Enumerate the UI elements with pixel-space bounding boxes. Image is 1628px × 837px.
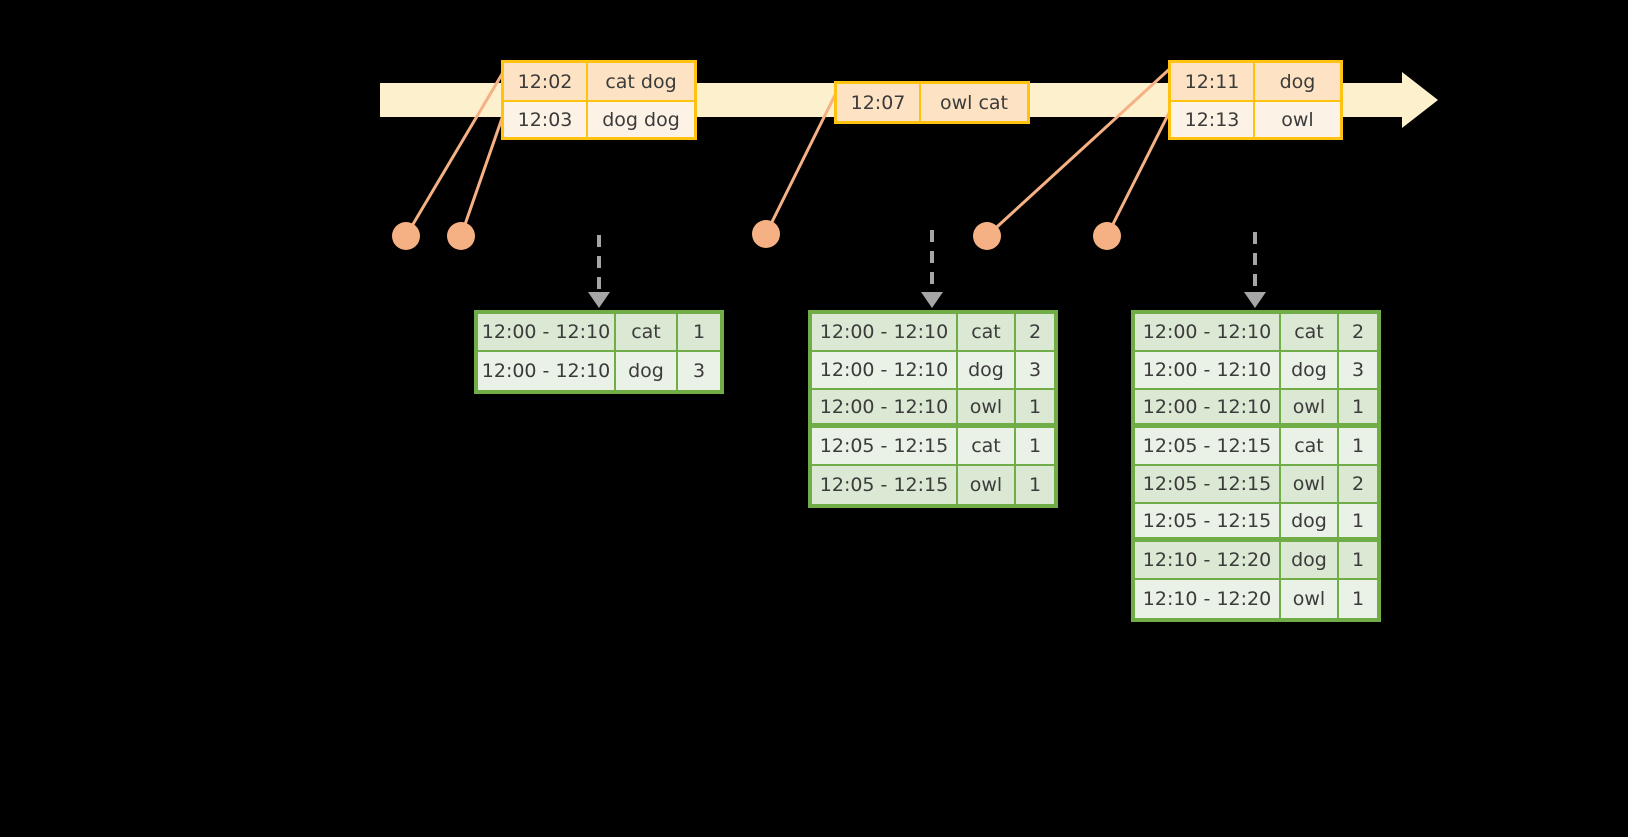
cell-window: 12:00 - 12:10 — [1135, 352, 1281, 388]
event-time: 12:13 — [1171, 102, 1255, 137]
trigger-dot-3 — [752, 220, 780, 248]
event-row: 12:03 dog dog — [504, 100, 694, 137]
event-message: cat dog — [605, 70, 677, 93]
cell-count: 2 — [1351, 473, 1365, 495]
event-row: 12:07 owl cat — [837, 84, 1027, 121]
event-message: owl cat — [939, 91, 1009, 114]
event-row: 12:13 owl — [1171, 100, 1340, 137]
cell-window: 12:00 - 12:10 — [812, 314, 958, 350]
cell-key: cat — [1281, 314, 1339, 350]
connector-line — [1105, 100, 1177, 237]
event-message: owl — [1281, 108, 1314, 131]
cell-count: 1 — [1028, 435, 1042, 457]
cell-count: 1 — [692, 321, 706, 343]
event-box-3: 12:11 dog 12:13 owl — [1168, 60, 1343, 140]
cell-key: dog — [1281, 352, 1339, 388]
cell-window: 12:10 - 12:20 — [1135, 542, 1281, 578]
cell-count: 1 — [1351, 549, 1365, 571]
cell-window: 12:05 - 12:15 — [1135, 466, 1281, 502]
cell-count: 3 — [692, 360, 706, 382]
cell-count: 1 — [1351, 509, 1365, 532]
cell-window: 12:05 - 12:15 — [1135, 504, 1281, 537]
cell-window: 12:05 - 12:15 — [812, 428, 958, 464]
cell-window: 12:05 - 12:15 — [812, 466, 958, 504]
cell-key: cat — [1281, 428, 1339, 464]
cell-count: 2 — [1351, 321, 1365, 343]
cell-count: 2 — [1028, 321, 1042, 343]
cell-window: 12:00 - 12:10 — [1135, 314, 1281, 350]
cell-count: 1 — [1028, 474, 1042, 496]
event-row: 12:02 cat dog — [504, 63, 694, 100]
cell-count: 3 — [1351, 359, 1365, 381]
event-box-1: 12:02 cat dog 12:03 dog dog — [501, 60, 697, 140]
trigger-dot-5 — [1093, 222, 1121, 250]
cell-key: owl — [1281, 580, 1339, 618]
cell-key: owl — [958, 466, 1016, 504]
cell-count: 1 — [1351, 588, 1365, 610]
cell-window: 12:00 - 12:10 — [478, 352, 616, 390]
cell-key: dog — [1281, 504, 1339, 537]
event-time: 12:07 — [837, 84, 921, 121]
cell-window: 12:05 - 12:15 — [1135, 428, 1281, 464]
cell-key: dog — [958, 352, 1016, 388]
cell-count: 1 — [1028, 395, 1042, 418]
event-message: dog — [1279, 70, 1316, 93]
cell-key: dog — [616, 352, 678, 390]
cell-window: 12:00 - 12:10 — [812, 390, 958, 423]
cell-key: dog — [1281, 542, 1339, 578]
cell-key: cat — [616, 314, 678, 350]
event-box-2: 12:07 owl cat — [834, 81, 1030, 124]
event-time: 12:03 — [504, 102, 588, 137]
cell-key: owl — [958, 390, 1016, 423]
cell-count: 3 — [1028, 359, 1042, 381]
timeline-arrowhead-icon — [1402, 72, 1438, 128]
cell-key: owl — [1281, 466, 1339, 502]
cell-count: 1 — [1351, 395, 1365, 418]
down-arrow-1-head-icon — [588, 292, 610, 308]
trigger-dot-2 — [447, 222, 475, 250]
event-time: 12:02 — [504, 63, 588, 100]
cell-window: 12:00 - 12:10 — [478, 314, 616, 350]
trigger-dot-4 — [973, 222, 1001, 250]
down-arrow-2-head-icon — [921, 292, 943, 308]
event-message: dog dog — [602, 108, 680, 131]
trigger-dot-1 — [392, 222, 420, 250]
event-row: 12:11 dog — [1171, 63, 1340, 100]
cell-window: 12:10 - 12:20 — [1135, 580, 1281, 618]
cell-window: 12:00 - 12:10 — [812, 352, 958, 388]
cell-key: owl — [1281, 390, 1339, 423]
cell-window: 12:00 - 12:10 — [1135, 390, 1281, 423]
cell-count: 1 — [1351, 435, 1365, 457]
cell-key: cat — [958, 314, 1016, 350]
down-arrow-3-head-icon — [1244, 292, 1266, 308]
cell-key: cat — [958, 428, 1016, 464]
event-time: 12:11 — [1171, 63, 1255, 100]
